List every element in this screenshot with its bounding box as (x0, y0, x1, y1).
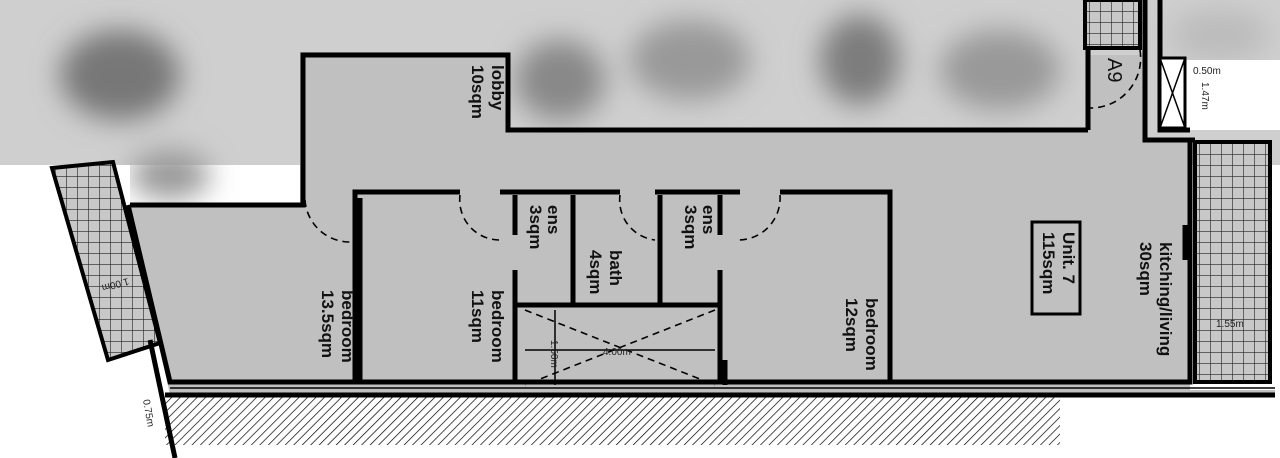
unit-floor (128, 52, 1275, 395)
terrace-hatch (165, 395, 1060, 445)
right-balcony (1193, 140, 1272, 384)
room-living-name: kitching/living (1156, 242, 1175, 356)
room-ens1-name: ens (544, 205, 563, 234)
room-bath-area: 4sqm (586, 250, 605, 294)
top-balcony (1083, 0, 1142, 50)
doors (112, 49, 1142, 341)
room-living-area: 30sqm (1136, 242, 1155, 296)
dim-right-balcony: 1.55m (1216, 319, 1244, 330)
door-tag-a9: A9 (1103, 58, 1125, 82)
room-bedroom3-name: bedroom (862, 298, 881, 371)
dim-void-height: 1.50m (548, 340, 559, 368)
room-bedroom1-area: 13.5sqm (318, 290, 337, 358)
room-bedroom3-area: 12sqm (842, 298, 861, 352)
dim-left-offset: 0.75m (140, 399, 156, 428)
unit-box (1030, 220, 1082, 316)
room-ens2-name: ens (699, 205, 718, 234)
room-bedroom1-name: bedroom (338, 290, 357, 363)
room-bedroom2-area: 11sqm (468, 290, 487, 343)
room-lobby-name: lobby (488, 65, 507, 111)
dim-shaft-height: 1.47m (1199, 82, 1210, 110)
stair-void (524, 309, 716, 386)
room-bath-name: bath (606, 250, 625, 286)
unit-area: 115sqm (1039, 232, 1058, 294)
room-ens1-area: 3sqm (526, 205, 545, 249)
room-bedroom2-name: bedroom (488, 290, 507, 363)
dim-shaft-width: 0.50m (1193, 66, 1221, 77)
room-lobby-area: 10sqm (468, 65, 487, 119)
dim-void-width: 4.00m (603, 347, 631, 358)
walls (125, 0, 1275, 458)
room-ens2-area: 3sqm (681, 205, 700, 249)
unit-name: Unit. 7 (1059, 232, 1078, 284)
shaft (1158, 56, 1187, 130)
